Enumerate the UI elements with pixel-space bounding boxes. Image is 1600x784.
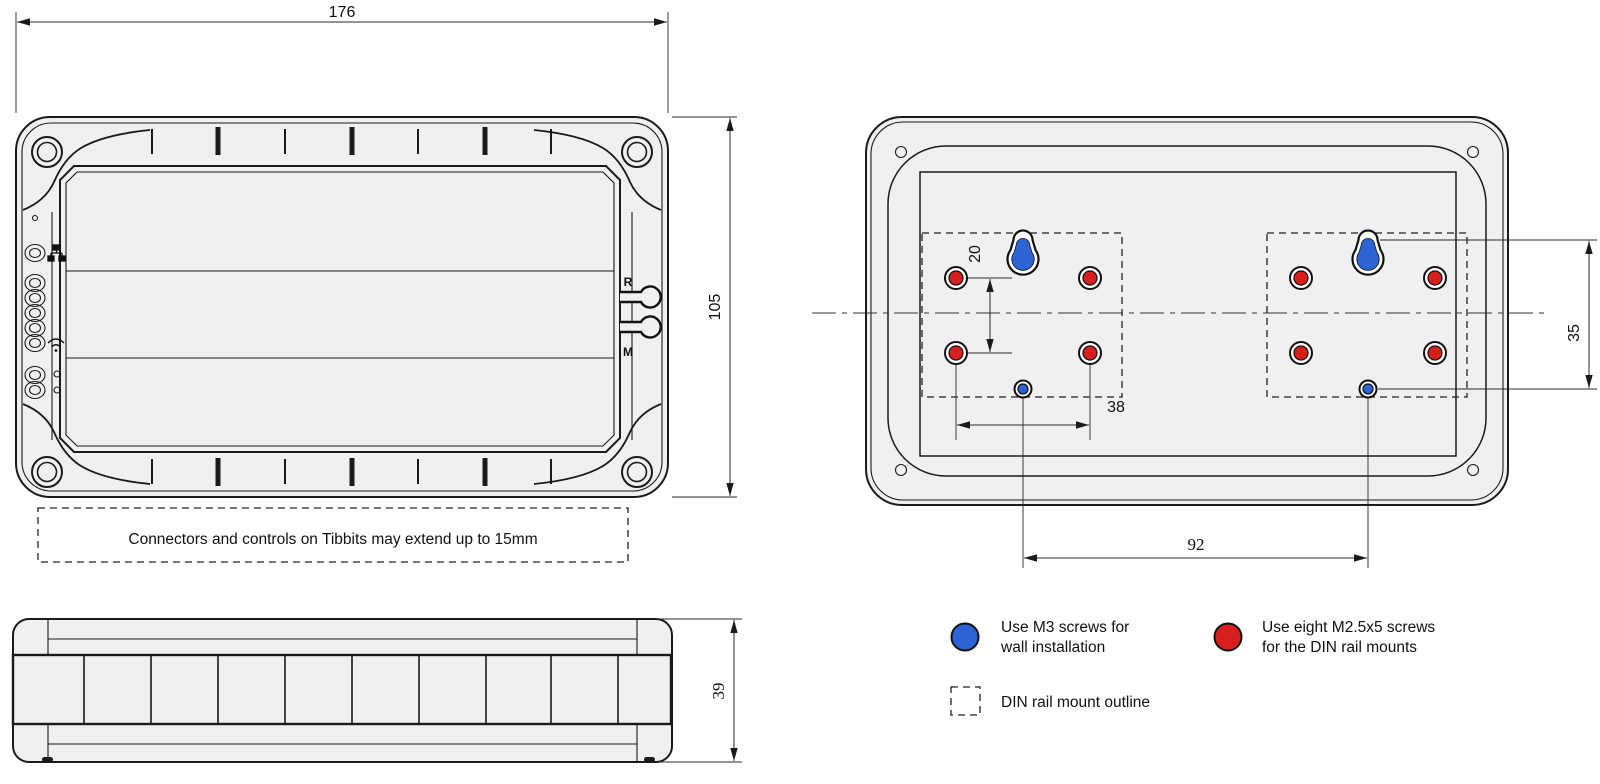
legend-outline-label: DIN rail mount outline bbox=[1001, 694, 1150, 711]
reset-button-label: R bbox=[624, 275, 633, 289]
din-screw-hole bbox=[944, 341, 968, 365]
side-height-dim-label: 39 bbox=[709, 683, 728, 700]
rubber-foot bbox=[42, 757, 53, 762]
tibbit-extension-text: Connectors and controls on Tibbits may e… bbox=[128, 531, 537, 548]
front-status-column bbox=[24, 214, 66, 400]
tibbit-extension-outline bbox=[37, 507, 629, 563]
wall-hole-spacing-dimension: 92 bbox=[1024, 535, 1367, 562]
front-view: 176 105 bbox=[15, 4, 737, 563]
hole-col-spacing-label: 38 bbox=[1107, 399, 1125, 416]
din-screw-hole bbox=[1423, 266, 1447, 290]
wall-screw-hole bbox=[1358, 379, 1378, 399]
din-screw-hole bbox=[944, 266, 968, 290]
side-tibbit-slot-dividers bbox=[83, 656, 619, 723]
screw-hole bbox=[894, 463, 908, 477]
rubber-foot bbox=[644, 757, 655, 762]
mode-button-recess bbox=[620, 315, 662, 339]
front-bottom-vent-ticks bbox=[151, 458, 552, 486]
din-screw-hole bbox=[1078, 341, 1102, 365]
front-enclosure-body bbox=[15, 116, 669, 498]
ethernet-icon bbox=[47, 244, 66, 262]
legend-wall-screw-swatch bbox=[950, 622, 980, 652]
side-view: 39 bbox=[11, 618, 742, 763]
back-view: 20 38 92 35 Use M3 screws for wall insta… bbox=[812, 116, 1597, 716]
mode-button-label: M bbox=[623, 345, 633, 359]
din-screw-hole bbox=[1289, 341, 1313, 365]
legend-wall-line2: wall installation bbox=[1000, 639, 1105, 656]
pinhole bbox=[31, 214, 39, 222]
din-screw-hole bbox=[1289, 266, 1313, 290]
hole-row-spacing-dimension: 20 bbox=[967, 245, 994, 352]
legend-din-screw-swatch bbox=[1213, 622, 1243, 652]
back-enclosure-rim bbox=[870, 121, 1504, 501]
screw-hole bbox=[1466, 463, 1480, 477]
legend-din-line2: for the DIN rail mounts bbox=[1262, 639, 1417, 656]
screw-hole bbox=[894, 145, 908, 159]
din-screw-hole bbox=[1078, 266, 1102, 290]
hole-row-spacing-label: 20 bbox=[967, 245, 984, 263]
wifi-icon bbox=[47, 338, 65, 352]
keyhole-spacing-dimension: 35 bbox=[1566, 241, 1593, 388]
screw-hole bbox=[1466, 145, 1480, 159]
side-enclosure-body bbox=[12, 618, 673, 763]
tibbit-extension-note: Connectors and controls on Tibbits may e… bbox=[37, 507, 629, 563]
front-height-dimension: 105 bbox=[672, 116, 737, 498]
front-height-dim-label: 105 bbox=[707, 294, 724, 321]
back-recessed-panel bbox=[919, 171, 1457, 457]
legend-wall-line1: Use M3 screws for bbox=[1001, 619, 1129, 636]
hole-col-spacing-dimension: 38 bbox=[957, 399, 1125, 429]
front-top-vent-ticks bbox=[151, 127, 552, 155]
pinhole bbox=[53, 386, 61, 394]
back-enclosure-body bbox=[865, 116, 1509, 506]
front-lid-panel bbox=[59, 165, 621, 453]
din-screw-hole bbox=[1423, 341, 1447, 365]
front-width-dimension: 176 bbox=[15, 4, 669, 113]
front-width-dim-label: 176 bbox=[329, 4, 356, 21]
reset-button-recess bbox=[620, 285, 662, 309]
front-right-buttons: R M bbox=[620, 275, 662, 359]
legend-din-outline-swatch bbox=[950, 686, 981, 716]
front-lid-panel-inner bbox=[65, 171, 615, 447]
side-height-dimension: 39 bbox=[656, 618, 742, 763]
pinhole bbox=[53, 370, 61, 378]
keyhole-spacing-label: 35 bbox=[1566, 324, 1583, 342]
legend-din-line1: Use eight M2.5x5 screws bbox=[1262, 619, 1435, 636]
front-enclosure-rim bbox=[21, 122, 663, 492]
back-inner-frame bbox=[887, 145, 1487, 477]
wall-screw-hole bbox=[1013, 379, 1033, 399]
wall-hole-spacing-label: 92 bbox=[1188, 535, 1205, 554]
legend: Use M3 screws for wall installation Use … bbox=[950, 619, 1435, 716]
side-tibbit-band bbox=[11, 653, 673, 726]
